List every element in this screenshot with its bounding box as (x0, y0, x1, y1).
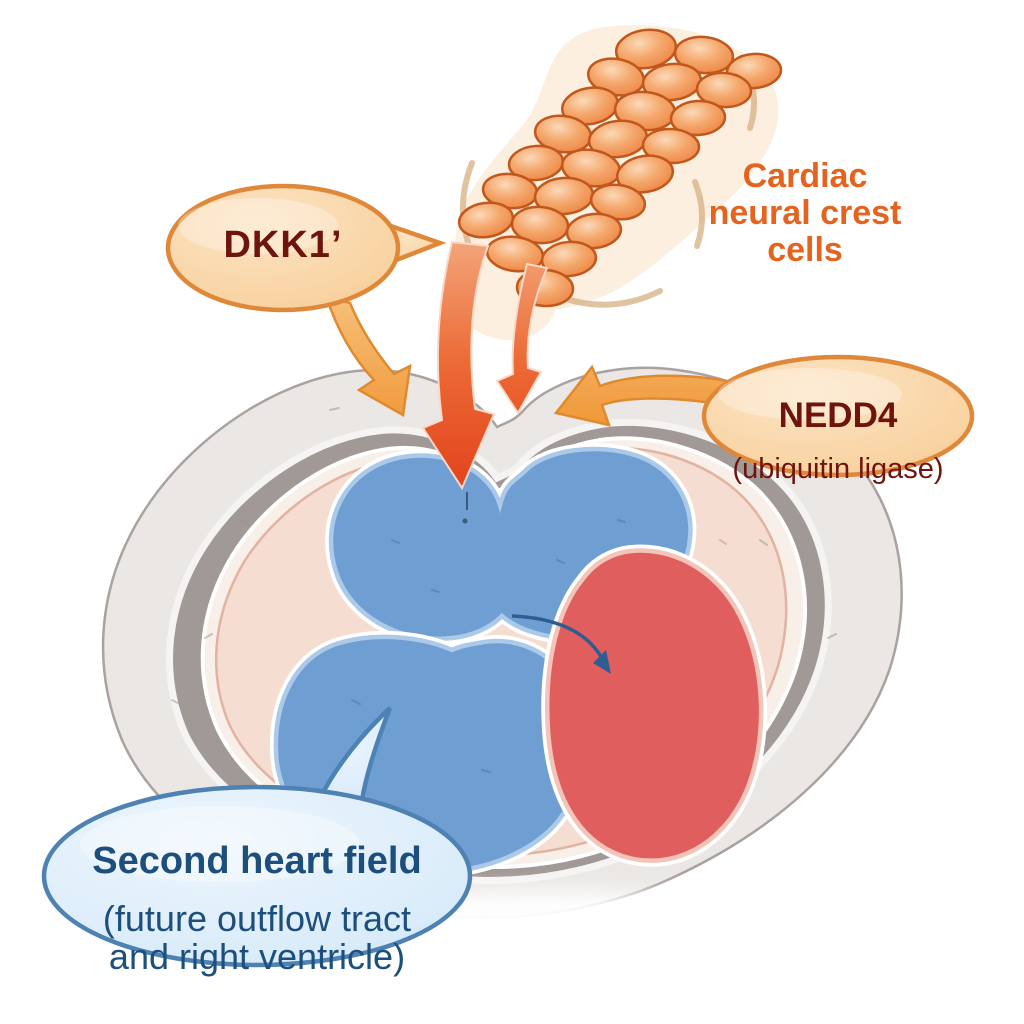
neural-crest-cell (540, 240, 598, 278)
nedd4-title: NEDD4 (778, 396, 898, 435)
notch-dot (462, 518, 468, 524)
neural-crest-cell (615, 154, 675, 194)
nedd4-speech-bubble (701, 354, 975, 478)
dkk1-arrow (324, 294, 412, 417)
second-heart-field-speech-bubble (41, 706, 473, 968)
red-migration-arrow-large (421, 240, 496, 491)
nedd4-subtitle: (ubiquitin ligase) (732, 453, 944, 485)
red-migration-arrows (421, 240, 549, 491)
blue-curved-arrow (511, 614, 611, 674)
red-heart-region (541, 544, 768, 867)
dkk1-speech-bubble (165, 183, 447, 313)
cardiac-neural-crest-cells-label: Cardiac neural crest cells (708, 157, 902, 269)
neural-crest-cell (669, 99, 727, 137)
shf-bubble-tail (314, 706, 393, 805)
heart-cross-section (101, 366, 903, 1014)
shf-subtitle: (future outflow tract and right ventricl… (102, 898, 412, 977)
shf-title: Second heart field (92, 840, 422, 882)
neural-crest-cell (695, 71, 753, 109)
nedd4-arrow (553, 364, 762, 427)
red-lobe (545, 548, 764, 863)
second-heart-field-label: Second heart field (future outflow tract… (40, 822, 474, 994)
neural-crest-cell (457, 201, 515, 239)
band-crescent (692, 179, 706, 249)
red-migration-arrow-small (495, 262, 549, 415)
nedd4-label: NEDD4 (ubiquitin ligase) (698, 379, 978, 503)
neural-crest-cell (673, 35, 735, 75)
dkk1-label: DKK1’ (223, 224, 343, 266)
band-crescent (557, 288, 663, 308)
cardiac-neural-crest-cells-cluster (457, 28, 783, 308)
neural-crest-cell (614, 28, 678, 70)
neural-crest-cell (565, 212, 623, 250)
